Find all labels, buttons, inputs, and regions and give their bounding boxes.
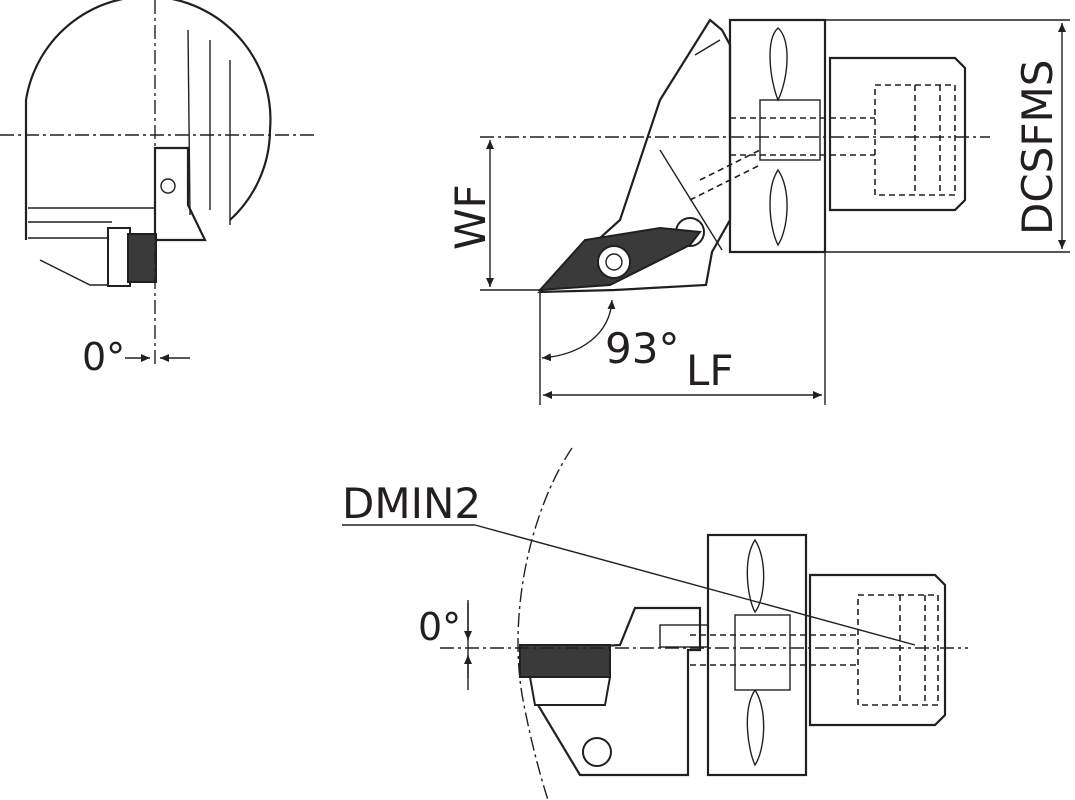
lf-label: LF	[686, 346, 734, 395]
dcsfms-label: DCSFMS	[1013, 60, 1062, 235]
angle-label-bottom: 0°	[418, 605, 461, 649]
main-view: WF DCSFMS LF 93°	[446, 18, 1070, 405]
insert-screw-icon	[597, 245, 631, 279]
dmin2-label: DMIN2	[342, 479, 481, 528]
bottom-insert	[519, 644, 611, 678]
detail-view: 0°	[0, 0, 318, 379]
angle-93-label: 93°	[605, 324, 679, 373]
wf-label: WF	[446, 184, 495, 250]
angle-label-detail: 0°	[82, 335, 125, 379]
bottom-view: DMIN2 0°	[342, 447, 968, 800]
